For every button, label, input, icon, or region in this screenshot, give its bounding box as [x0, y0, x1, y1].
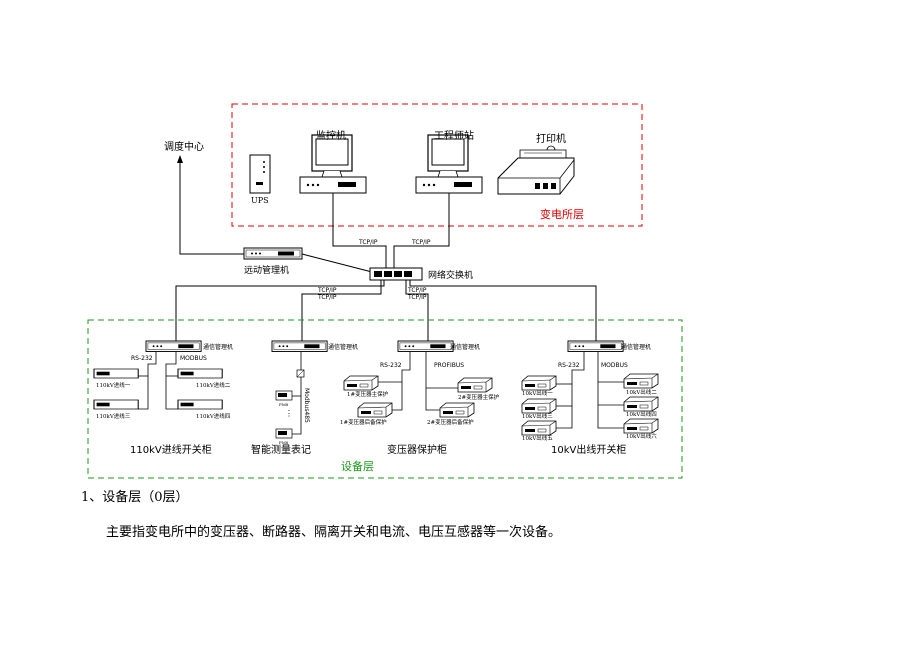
ups-label: UPS — [251, 196, 269, 205]
device-10kv-2: 10kV出线二 — [626, 388, 657, 396]
meter-dots: ⋮ — [285, 409, 293, 418]
device-110kv-2: 110kV进线二 — [196, 381, 231, 389]
station-layer-border — [231, 103, 643, 227]
relay-t1-main-icon — [343, 375, 379, 391]
bus-link-transformer — [405, 280, 429, 344]
meter-1-icon — [275, 390, 293, 401]
printer-label: 打印机 — [536, 132, 566, 145]
relay-10kv-6-icon — [623, 418, 659, 434]
dispatch-arrow-icon — [177, 155, 183, 163]
device-10kv-4: 10kV出线四 — [626, 410, 657, 418]
relay-t1-backup-icon — [357, 402, 393, 418]
device-t1-main: 1#变压器主保护 — [347, 390, 389, 398]
comm-manager-meter-label: 通信管理机 — [328, 343, 358, 351]
link-meter-bus — [292, 352, 302, 435]
relay-t2-main-icon — [457, 377, 493, 393]
section-paragraph: 主要指变电所中的变压器、断路器、隔离开关和电流、电压互感器等一次设备。 — [106, 525, 562, 540]
bus-link-10kv — [409, 280, 597, 344]
bus-tcp-label-3: TCP/IP — [407, 287, 427, 294]
device-layer-border — [87, 319, 683, 479]
section-heading: 1、设备层（0层） — [81, 490, 189, 505]
relay-t2-backup-icon — [439, 402, 475, 418]
link-10kv-left — [556, 352, 585, 429]
ups-icon — [249, 154, 271, 194]
comm-manager-10kv-icon — [567, 340, 624, 352]
bus-tcp-label-1: TCP/IP — [317, 287, 337, 294]
group-title-meter: 智能测量表记 — [251, 443, 311, 456]
group-title-10kv: 10kV出线开关柜 — [551, 443, 626, 456]
comm-manager-meter-icon — [271, 340, 328, 352]
protocol-rs232-110kv: RS-232 — [131, 355, 153, 362]
network-switch-icon — [369, 267, 423, 281]
device-10kv-6: 10kV出线六 — [626, 432, 657, 440]
protocol-rs232-10kv: RS-232 — [558, 362, 580, 369]
relay-10kv-4-icon — [623, 396, 659, 412]
comm-manager-transformer-icon — [397, 340, 454, 352]
link-10kv-right — [597, 352, 624, 429]
meter-1-label: PM8 — [279, 402, 289, 407]
protocol-profibus: PROFIBUS — [434, 362, 464, 369]
bus-tcp-label-4: TCP/IP — [407, 294, 427, 301]
engineer-computer-icon — [415, 134, 483, 194]
device-t1-backup: 1#变压器后备保护 — [340, 418, 387, 426]
monitor-computer-icon — [299, 134, 367, 194]
relay-10kv-2-icon — [623, 373, 659, 389]
dispatch-center-label: 调度中心 — [164, 140, 204, 153]
relay-10kv-1-icon — [521, 375, 557, 391]
comm-manager-10kv-label: 通信管理机 — [621, 343, 651, 351]
meter-3-label: PM8 — [279, 440, 289, 445]
bus-link-110kv — [175, 280, 385, 344]
relay-10kv-3-icon — [521, 398, 557, 414]
engineer-link — [393, 193, 450, 268]
network-switch-label: 网络交换机 — [428, 269, 473, 281]
monitor-label: 监控机 — [316, 129, 346, 142]
network-architecture-diagram: 变电所层 UPS 监控机 工程师站 打印机 TCP/IP TCP/IP 调度中心… — [87, 103, 683, 479]
link-110kv-left — [138, 352, 157, 410]
link-110kv-right — [165, 352, 178, 410]
relay-110kv-3-icon — [93, 399, 139, 410]
link-transformer-left — [392, 352, 411, 411]
device-layer-label: 设备层 — [341, 459, 374, 473]
device-110kv-1: 110kV进线一 — [96, 381, 131, 389]
group-title-transformer: 变压器保护柜 — [387, 443, 447, 456]
device-110kv-4: 110kV进线四 — [196, 412, 230, 420]
remote-manager-icon — [243, 247, 303, 260]
remote-manager-label: 远动管理机 — [244, 264, 289, 276]
station-layer-label: 变电所层 — [540, 207, 584, 221]
protocol-modbus-110kv: MODBUS — [180, 355, 207, 362]
device-10kv-3: 10kV出线三 — [522, 412, 553, 420]
bus-tcp-label-2: TCP/IP — [317, 294, 337, 301]
protocol-modbus-10kv: MODBUS — [601, 362, 628, 369]
link-transformer-right — [425, 352, 444, 411]
comm-manager-110kv-icon — [145, 340, 202, 352]
remote-switch-link — [301, 253, 373, 273]
dispatch-link — [179, 160, 244, 255]
tcp-label-engineer: TCP/IP — [411, 239, 431, 246]
relay-110kv-1-icon — [93, 368, 139, 379]
bus-link-meter — [301, 280, 382, 344]
device-110kv-3: 110kV进线三 — [96, 412, 131, 420]
device-10kv-1: 10kV出线一 — [522, 389, 553, 397]
tcp-label-monitor: TCP/IP — [358, 239, 378, 246]
monitor-link — [332, 193, 387, 268]
device-10kv-5: 10kV出线五 — [522, 434, 553, 442]
comm-manager-110kv-label: 通信管理机 — [203, 343, 233, 351]
relay-110kv-2-icon — [177, 368, 223, 379]
protocol-rs232-transformer: RS-232 — [380, 362, 402, 369]
group-title-110kv: 110kV进线开关柜 — [130, 443, 212, 456]
meter-3-icon — [275, 428, 293, 439]
device-t2-backup: 2#变压器后备保护 — [427, 418, 474, 426]
comm-manager-transformer-label: 通信管理机 — [450, 343, 480, 351]
relay-10kv-5-icon — [521, 420, 557, 436]
printer-icon — [497, 145, 575, 195]
protocol-modbus485: Modbus485 — [303, 388, 310, 423]
device-t2-main: 2#变压器主保护 — [458, 393, 500, 401]
relay-110kv-4-icon — [177, 399, 223, 410]
engineer-label: 工程师站 — [434, 129, 474, 142]
